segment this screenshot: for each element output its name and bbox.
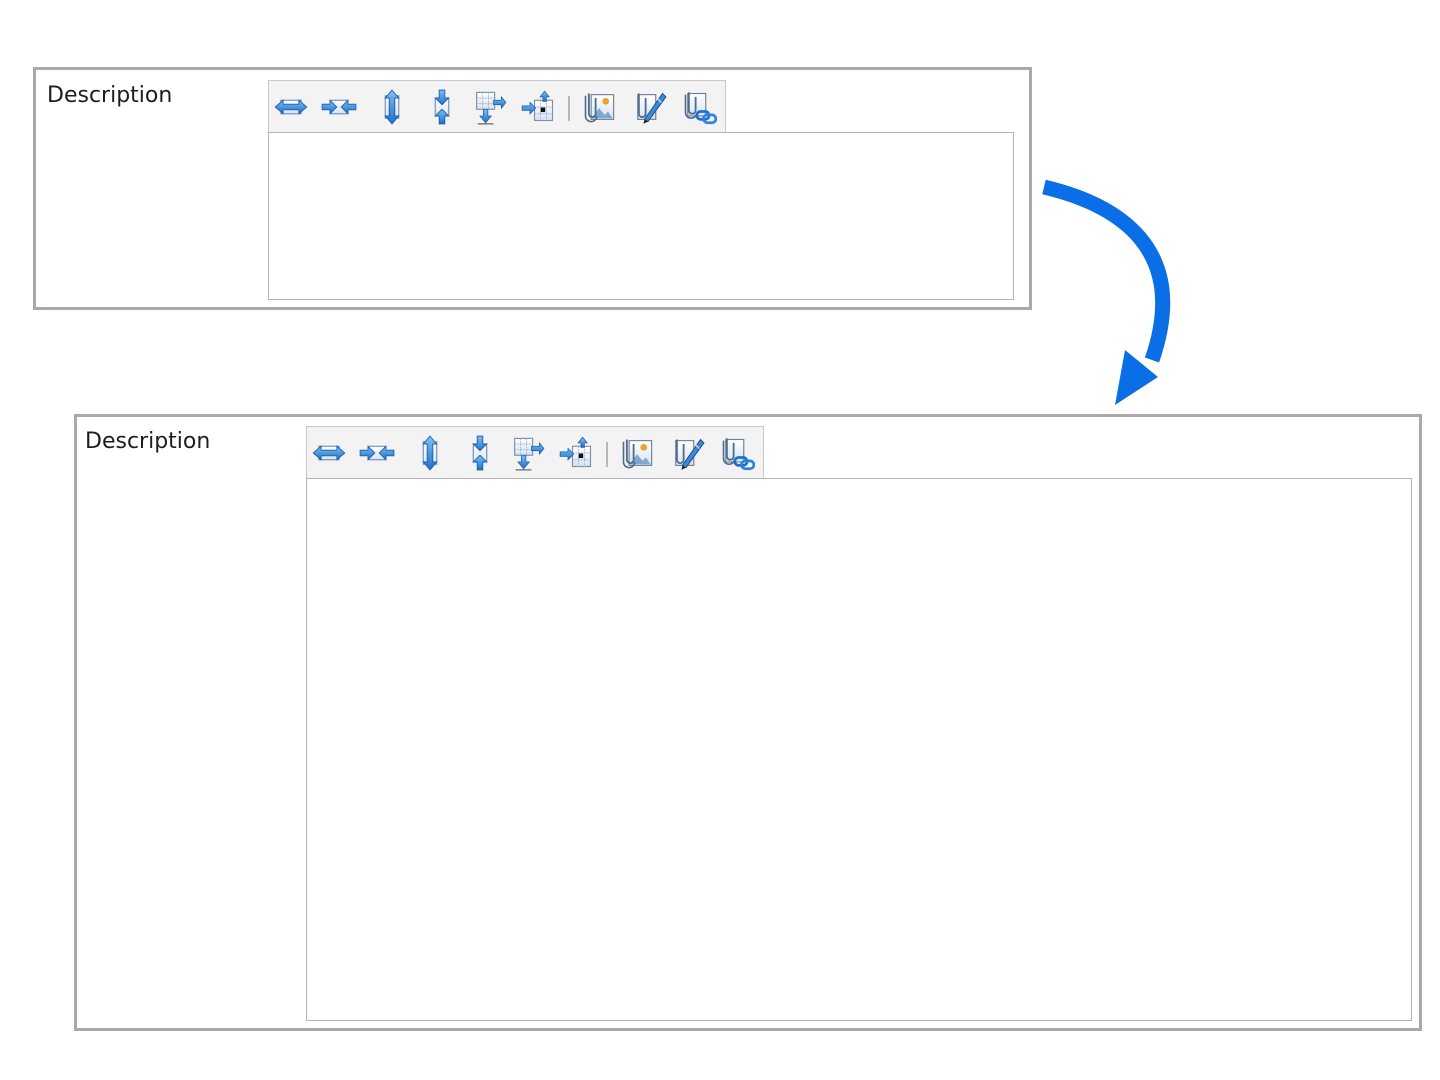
curved-arrow-icon	[1042, 179, 1171, 405]
insert-image-icon[interactable]	[579, 88, 619, 126]
editor-toolbar	[268, 80, 726, 133]
description-label: Description	[47, 83, 173, 108]
description-field-compact: Description	[33, 67, 1032, 310]
description-editor[interactable]	[306, 478, 1412, 1021]
insert-signature-icon[interactable]	[629, 88, 669, 126]
expand-horizontal-icon[interactable]	[309, 434, 349, 472]
toolbar-separator	[568, 96, 570, 121]
collapse-horizontal-icon[interactable]	[319, 88, 359, 126]
toolbar-separator	[606, 442, 608, 467]
description-editor[interactable]	[268, 132, 1014, 300]
insert-table-below-icon[interactable]	[507, 434, 547, 472]
description-field-expanded: Description	[74, 414, 1422, 1031]
expand-vertical-icon[interactable]	[372, 88, 412, 126]
insert-image-icon[interactable]	[617, 434, 657, 472]
insert-link-icon[interactable]	[679, 88, 719, 126]
insert-link-icon[interactable]	[717, 434, 757, 472]
collapse-horizontal-icon[interactable]	[357, 434, 397, 472]
description-label: Description	[85, 429, 211, 454]
insert-table-after-icon[interactable]	[519, 88, 559, 126]
editor-toolbar	[306, 426, 764, 479]
insert-table-below-icon[interactable]	[469, 88, 509, 126]
collapse-vertical-icon[interactable]	[460, 434, 500, 472]
expand-horizontal-icon[interactable]	[271, 88, 311, 126]
insert-signature-icon[interactable]	[667, 434, 707, 472]
expand-vertical-icon[interactable]	[410, 434, 450, 472]
collapse-vertical-icon[interactable]	[422, 88, 462, 126]
insert-table-after-icon[interactable]	[557, 434, 597, 472]
